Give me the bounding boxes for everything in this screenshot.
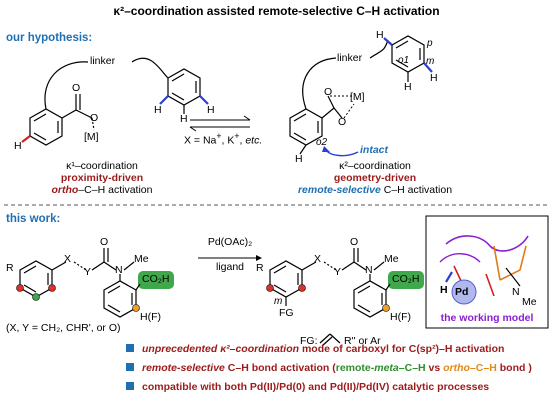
sm-x-label: X (64, 253, 72, 265)
bullet-2: remote-selective C–H bond activation (re… (126, 362, 532, 374)
sm-r-label: R (6, 262, 14, 274)
right-metal-label: [M] (350, 91, 365, 103)
prod-acid-highlight (388, 271, 424, 289)
page-title: κ²–coordination assisted remote-selectiv… (113, 4, 440, 18)
right-coordination-label: κ²–coordination (339, 160, 411, 172)
sm-y-label: Y (84, 266, 92, 278)
left-carbonyl-o: O (72, 82, 81, 94)
conditions-label: X = Na+, K+, etc. (184, 131, 263, 147)
left-ortho-ch-bond (21, 135, 31, 143)
model-me-label: Me (522, 296, 537, 308)
bullet-3: compatible with both Pd(II)/Pd(0) and Pd… (126, 381, 489, 393)
sm-me-label: Me (134, 253, 149, 265)
left-h-label-3: H (207, 104, 215, 116)
bullet-square-icon (126, 382, 134, 391)
fg-note-rest: R'' or Ar (344, 335, 381, 347)
bullet-square-icon (126, 344, 134, 353)
sm-o-label: O (100, 236, 109, 248)
left-ether-o: O (90, 112, 99, 124)
prod-fg-label: FG (279, 307, 294, 319)
prod-me-label: Me (384, 253, 399, 265)
left-h-label-2: H (180, 113, 188, 125)
bullet-1: unprecedented κ²–coordination mode of ca… (126, 343, 504, 355)
intact-label: intact (360, 144, 389, 156)
o2-label: o2 (316, 137, 328, 148)
reagent-label: Pd(OAc)₂ (207, 236, 253, 248)
right-linker-label: linker (337, 52, 363, 64)
m-label-hyp: m (426, 56, 435, 67)
prod-hf-label: H(F) (390, 311, 411, 323)
prod-y-label: Y (334, 266, 342, 278)
ligand-label: ligand (215, 261, 245, 273)
right-o-top: O (324, 86, 333, 98)
right-h-label-1: H (376, 29, 384, 41)
sm-hf-label: H(F) (140, 311, 161, 323)
working-model-box (425, 215, 549, 329)
prod-m-label: m (274, 296, 283, 307)
model-pd-label: Pd (455, 286, 469, 298)
right-driver-label: geometry-driven (333, 172, 417, 184)
right-o-bottom: O (338, 116, 347, 128)
hypothesis-heading: our hypothesis: (6, 32, 93, 44)
left-h-label-1: H (154, 104, 162, 116)
o1-label: o1 (398, 55, 410, 66)
right-selectivity-label: remote-selective C–H activation (297, 184, 453, 196)
right-ortho-h-label: H (295, 153, 303, 165)
left-metal-label: [M] (84, 131, 99, 143)
working-model-caption: the working model (440, 312, 534, 324)
left-coordination-label: κ¹–coordination (66, 160, 138, 172)
prod-n-label: N (365, 264, 373, 276)
left-linker-label: linker (90, 55, 116, 67)
fg-note-label: FG: (300, 335, 318, 347)
sm-acid-label: CO₂H (142, 273, 170, 285)
left-driver-label: proximity-driven (60, 172, 144, 184)
model-h-label: H (440, 284, 448, 296)
thiswork-heading: this work: (6, 213, 61, 225)
sm-acid-highlight (138, 271, 174, 289)
xy-note: (X, Y = CH₂, CHR', or O) (6, 322, 121, 334)
left-ortho-h-label: H (14, 140, 22, 152)
p-label: p (427, 38, 433, 49)
right-h-label-2: H (404, 81, 412, 93)
bullet-square-icon (126, 363, 134, 372)
prod-r-label: R (256, 262, 264, 274)
prod-acid-label: CO₂H (392, 273, 420, 285)
right-h-label-3: H (430, 72, 438, 84)
sm-n-label: N (115, 264, 123, 276)
prod-o-label: O (350, 236, 359, 248)
model-n-label: N (512, 286, 520, 298)
left-selectivity-label: ortho–C–H activation (51, 184, 153, 196)
prod-x-label: X (314, 253, 322, 265)
